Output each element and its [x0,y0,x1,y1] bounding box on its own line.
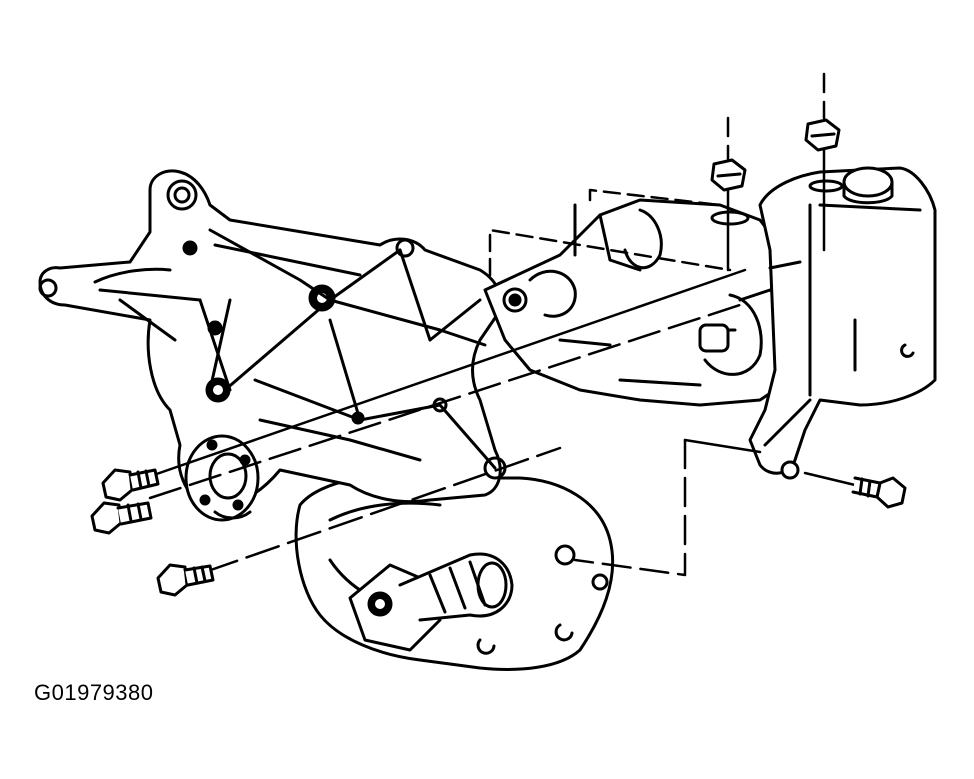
pulley-hub [184,434,260,522]
washer [710,179,844,226]
power-steering-reservoir [748,166,937,480]
bolt [90,468,907,597]
alignment-lines [143,188,857,577]
water-pump [348,552,514,652]
figure-id-label: G01979380 [34,680,154,705]
nut [710,118,841,192]
stud-lines [726,72,826,272]
accessory-bracket [38,169,507,509]
power-steering-pump [483,198,802,407]
